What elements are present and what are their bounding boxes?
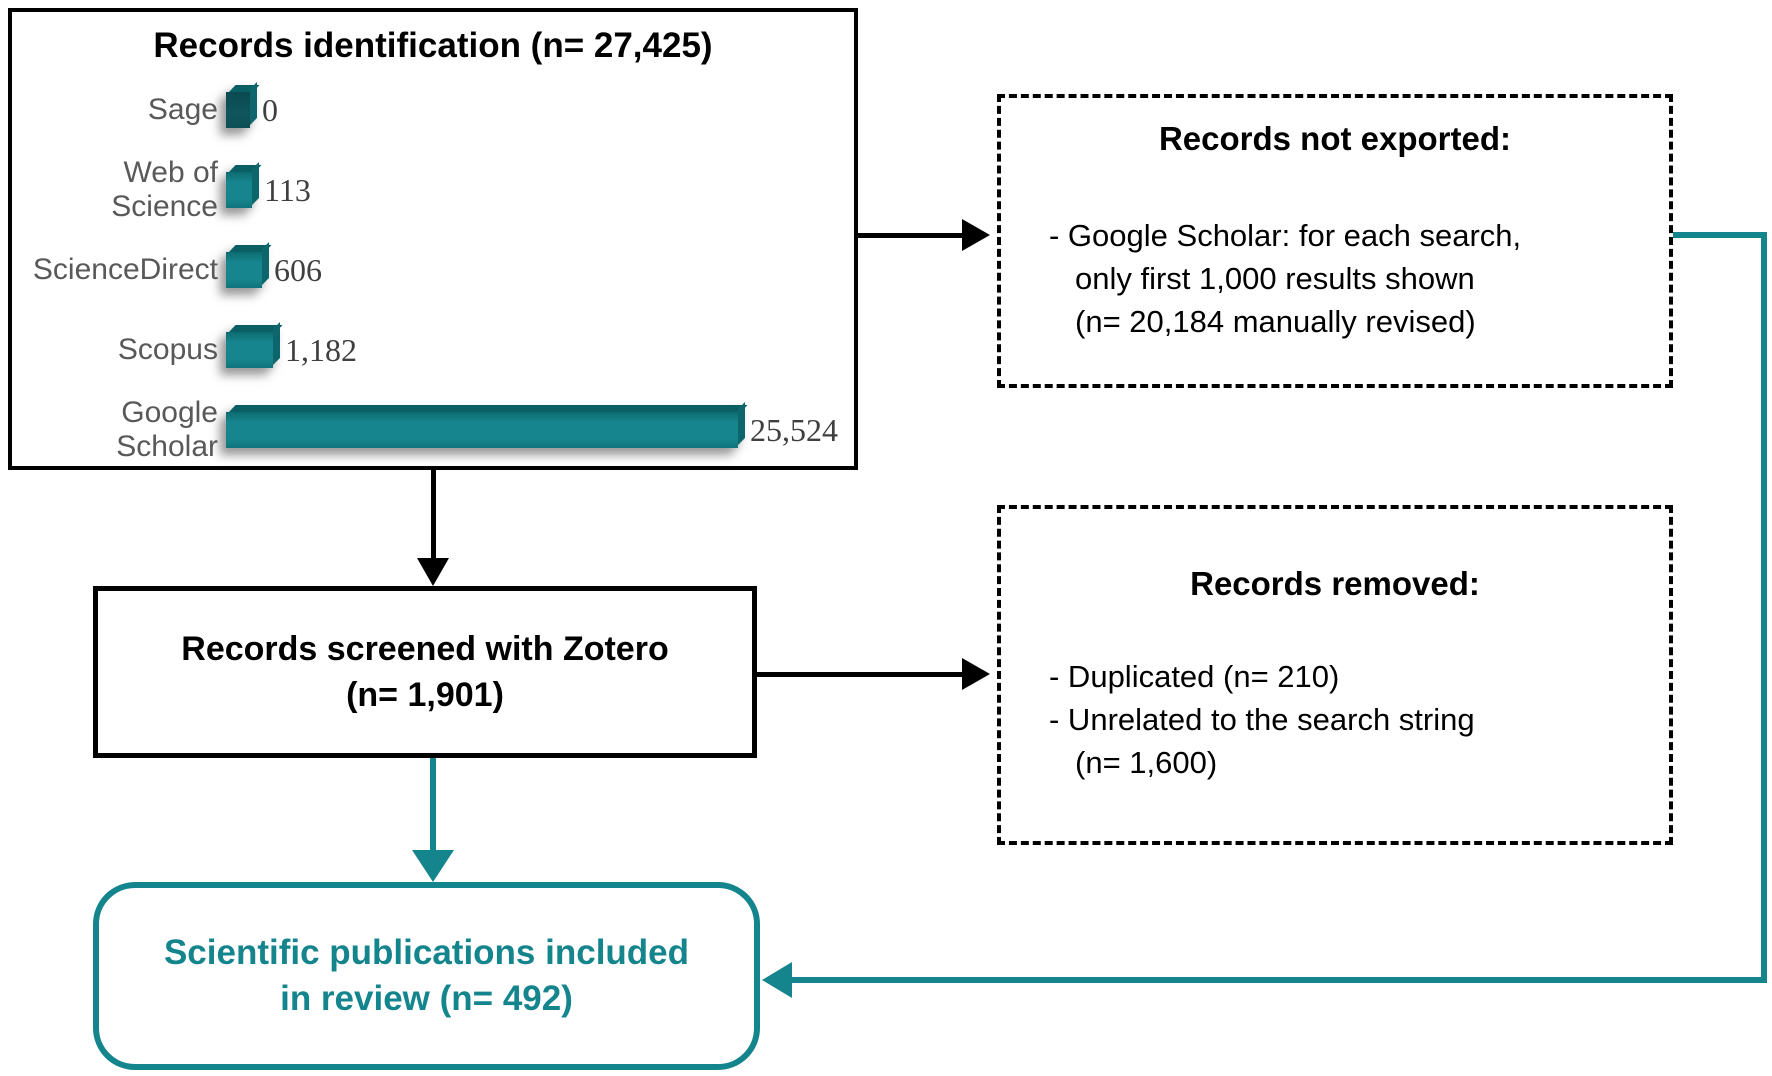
bar-value-label: 113 (264, 171, 311, 208)
bar-row: Scopus 1,182 (12, 310, 854, 390)
arrow-identification-to-not-exported-line (858, 233, 964, 238)
bar (226, 242, 272, 288)
bar (226, 162, 262, 208)
bar-value-label: 606 (274, 251, 322, 288)
bar-category-label: Google Scholar (116, 396, 218, 463)
bar (226, 402, 748, 448)
bar-category-label: ScienceDirect (32, 253, 218, 286)
not-exported-line-2: only first 1,000 results shown (1075, 261, 1475, 296)
arrow-right-icon (962, 658, 990, 690)
records-not-exported-box: Records not exported: - Google Scholar: … (997, 94, 1673, 388)
bar-category-label: Sage (147, 93, 218, 126)
bar-value-label: 0 (262, 91, 278, 128)
teal-arrow-down-icon (412, 850, 454, 882)
connector-not-exported-to-included-top (1673, 232, 1767, 238)
records-screened-line-1: Records screened with Zotero (181, 630, 669, 668)
records-removed-text: - Duplicated (n= 210) - Unrelated to the… (1049, 655, 1475, 784)
records-identification-box: Records identification (n= 27,425) Sage 0… (8, 8, 858, 470)
records-removed-box: Records removed: - Duplicated (n= 210) -… (997, 505, 1673, 845)
not-exported-line-3: (n= 20,184 manually revised) (1075, 304, 1476, 339)
bar-row: Web of Science 113 (12, 150, 854, 230)
records-screened-box: Records screened with Zotero (n= 1,901) (93, 586, 757, 758)
records-identification-title: Records identification (n= 27,425) (153, 26, 713, 65)
arrow-down-icon (417, 558, 449, 586)
records-not-exported-text: - Google Scholar: for each search, only … (1049, 214, 1521, 343)
bar-value-label: 1,182 (285, 331, 357, 368)
records-removed-title: Records removed: (1190, 565, 1480, 602)
teal-arrow-left-icon (762, 962, 792, 998)
bar (226, 82, 260, 128)
publications-included-line-2: in review (n= 492) (280, 979, 573, 1018)
bar-value-label: 25,524 (750, 411, 838, 448)
arrow-identification-to-screened-line (431, 470, 436, 558)
records-screened-line-2: (n= 1,901) (346, 676, 504, 714)
bar-row: ScienceDirect 606 (12, 230, 854, 310)
removed-line-3: (n= 1,600) (1075, 745, 1218, 780)
publications-included-line-1: Scientific publications included (163, 933, 690, 972)
connector-not-exported-to-included-vertical (1761, 232, 1767, 983)
connector-not-exported-to-included-bottom (790, 977, 1767, 983)
arrow-screened-to-removed-line (757, 672, 964, 677)
bar-row: Google Scholar 25,524 (12, 390, 854, 470)
bar-row: Sage 0 (12, 70, 854, 150)
publications-included-box: Scientific publications included in revi… (93, 882, 760, 1070)
arrow-screened-to-included-line (430, 758, 436, 852)
bar-category-label: Web of Science (111, 156, 218, 223)
bar (226, 322, 283, 368)
bar-category-label: Scopus (117, 333, 218, 366)
records-not-exported-title: Records not exported: (1158, 120, 1512, 157)
not-exported-line-1: - Google Scholar: for each search, (1049, 218, 1522, 253)
arrow-right-icon (962, 219, 990, 251)
removed-line-2: - Unrelated to the search string (1049, 702, 1475, 737)
removed-line-1: - Duplicated (n= 210) (1049, 659, 1340, 694)
